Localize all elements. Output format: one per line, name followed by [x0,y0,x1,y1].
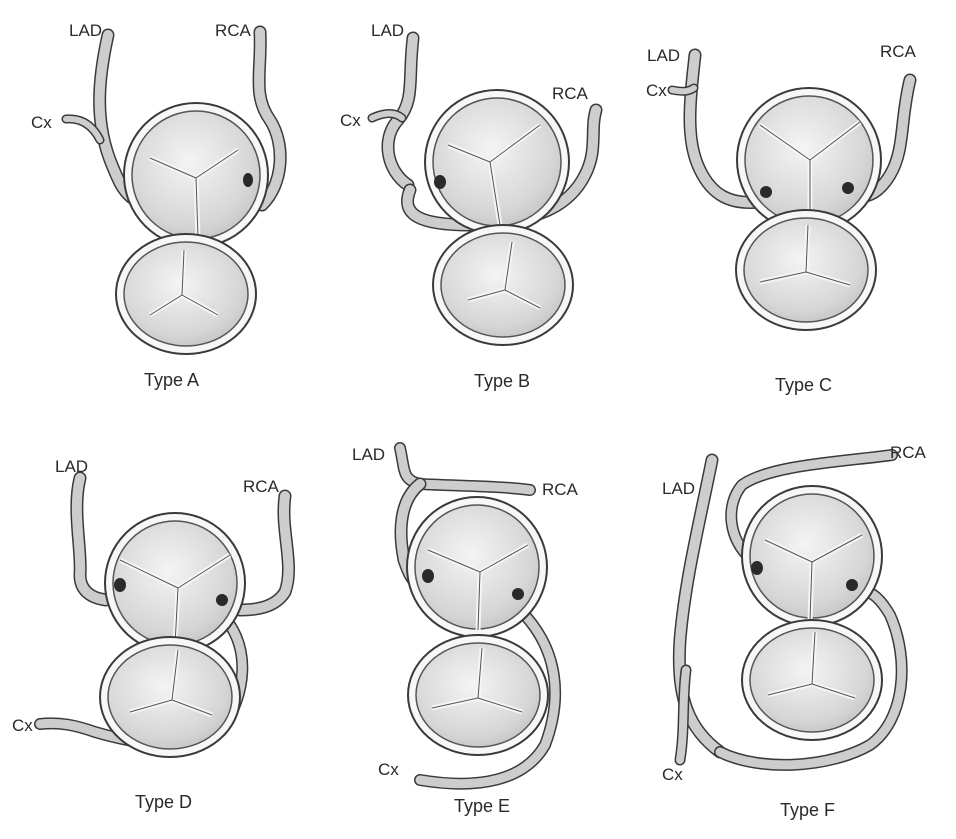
lca-ostium [114,578,126,592]
aortic-valve [425,90,569,234]
aortic-valve [105,513,245,653]
lad-label: LAD [647,46,680,65]
cx-label: Cx [646,81,667,100]
cx-vessel [372,114,402,119]
aortic-valve [124,103,268,247]
panel-type-d: LAD RCA Cx Type D [12,457,289,812]
rca-ostium [842,182,854,194]
lad-vessel [77,478,106,600]
rca-label: RCA [215,21,252,40]
pulmonary-valve [742,620,882,740]
lca-ostium [434,175,446,189]
cx-label: Cx [340,111,361,130]
rca-label: RCA [890,443,927,462]
aortic-valve [742,486,882,626]
panel-caption: Type A [144,370,199,390]
panel-caption: Type D [135,792,192,812]
pulmonary-valve [408,635,548,755]
rca-label: RCA [552,84,589,103]
pulmonary-valve [116,234,256,354]
cx-vessel [680,670,686,760]
rca-label: RCA [243,477,280,496]
lad-label: LAD [55,457,88,476]
panel-type-a: LAD RCA Cx Type A [31,21,280,390]
lca-ostium [760,186,772,198]
lad-label: LAD [352,445,385,464]
panel-type-e: LAD RCA Cx Type E [352,445,579,816]
pulmonary-valve [433,225,573,345]
aortic-valve [407,497,547,637]
rca-label: RCA [542,480,579,499]
rca-label: RCA [880,42,917,61]
lad-label: LAD [69,21,102,40]
lca-ostium [846,579,858,591]
cx-label: Cx [12,716,33,735]
cx-label: Cx [31,113,52,132]
pulmonary-valve [100,637,240,757]
panel-type-f: LAD RCA Cx Type F [662,443,927,820]
panel-caption: Type C [775,375,832,395]
cx-label: Cx [378,760,399,779]
pulmonary-valve [736,210,876,330]
rca-vessel [240,496,289,610]
rca-ostium [512,588,524,600]
panel-caption: Type F [780,800,835,820]
cx-label: Cx [662,765,683,784]
rca-ostium [243,173,253,187]
lad-label: LAD [371,21,404,40]
panel-type-c: LAD RCA Cx Type C [646,42,917,395]
rca-ostium [751,561,763,575]
panel-caption: Type B [474,371,530,391]
lad-label: LAD [662,479,695,498]
cx-vessel [672,88,694,91]
panel-caption: Type E [454,796,510,816]
lca-ostium [422,569,434,583]
rca-ostium [216,594,228,606]
panel-type-b: LAD RCA Cx Type B [340,21,596,391]
